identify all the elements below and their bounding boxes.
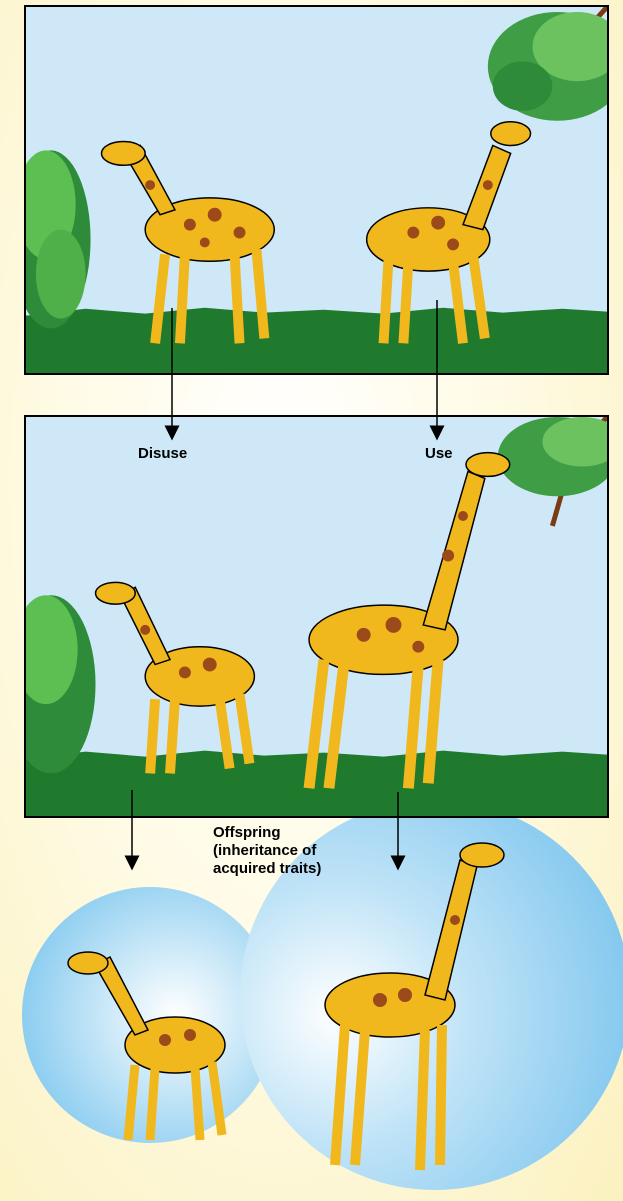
label-offspring: Offspring (inheritance of acquired trait… [213,824,393,878]
label-offspring-line: (inheritance of [213,842,393,860]
scene-panel-adaptation [24,415,609,818]
offspring-circle-left [22,887,278,1143]
grass [26,308,607,373]
label-offspring-line: Offspring [213,824,393,842]
label-offspring-line: acquired traits) [213,860,393,878]
giraffe-short-neck [96,582,255,773]
label-disuse: Disuse [138,445,187,463]
bush [26,150,91,328]
label-use: Use [425,445,453,463]
giraffe-long-neck [309,453,510,789]
tree-branch [488,7,607,121]
bush [26,595,96,773]
scene-panel-parents [24,5,609,375]
tree-branch [498,417,607,526]
